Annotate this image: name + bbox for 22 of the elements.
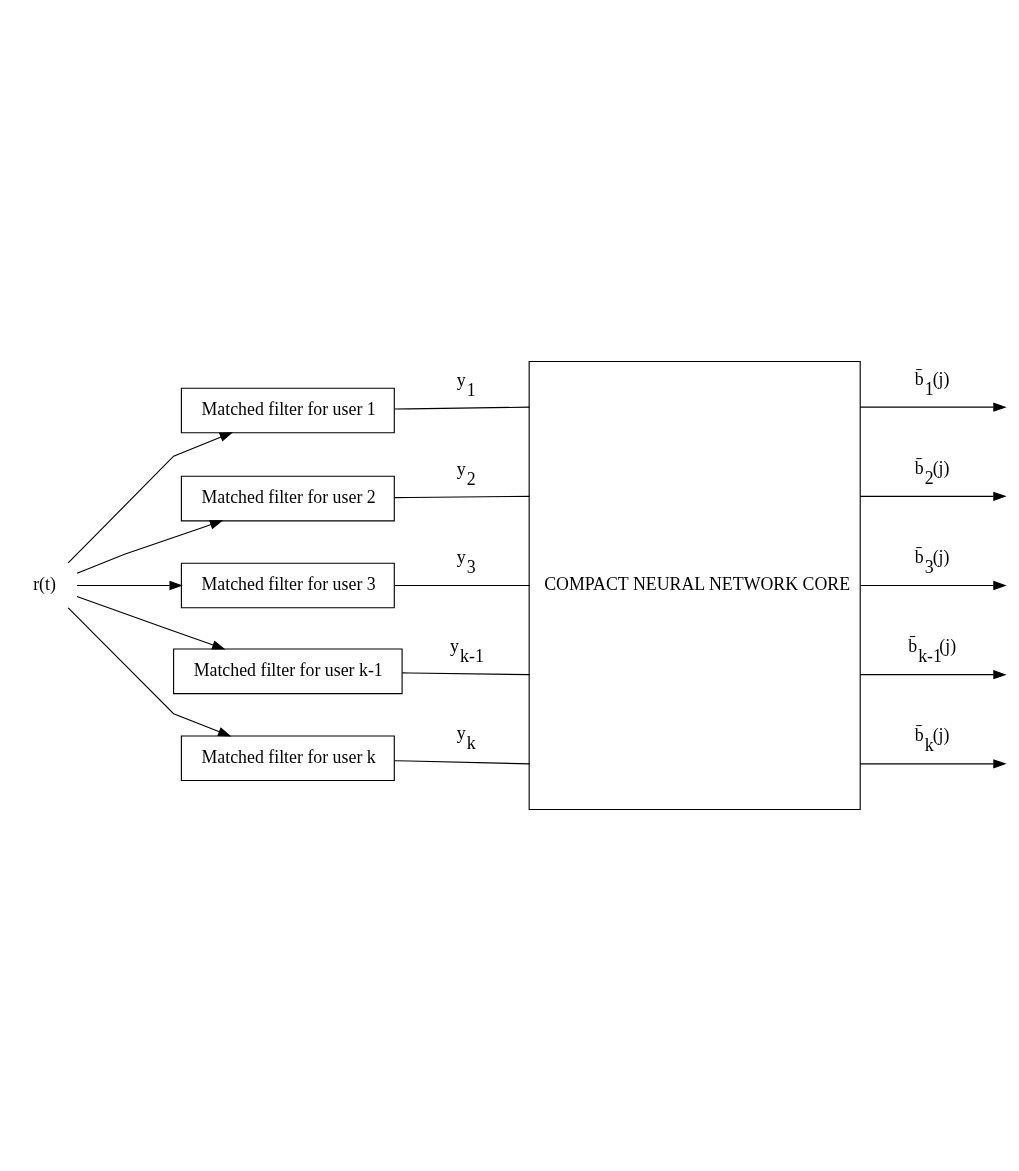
arrow <box>859 759 1007 769</box>
arrow <box>859 402 1007 412</box>
arrow <box>859 580 1007 591</box>
node-box: Matched filter for user k <box>180 735 395 782</box>
node-box: Matched filter for user k-1 <box>173 648 403 695</box>
arrow <box>76 520 224 574</box>
connector <box>394 584 531 587</box>
connector <box>394 495 531 499</box>
node-text: r(t) <box>33 573 56 594</box>
connector <box>394 406 531 410</box>
node-box: COMPACT NEURAL NETWORK CORE <box>528 360 861 811</box>
connector <box>401 672 531 676</box>
arrow <box>67 607 232 737</box>
arrow <box>76 580 183 591</box>
arrow <box>859 491 1007 501</box>
arrow <box>67 432 234 564</box>
connector <box>394 760 531 765</box>
node-box: Matched filter for user 2 <box>180 475 395 522</box>
arrow <box>859 670 1007 680</box>
node-box: Matched filter for user 1 <box>180 387 395 434</box>
arrow <box>76 596 226 650</box>
node-box: Matched filter for user 3 <box>180 562 395 609</box>
